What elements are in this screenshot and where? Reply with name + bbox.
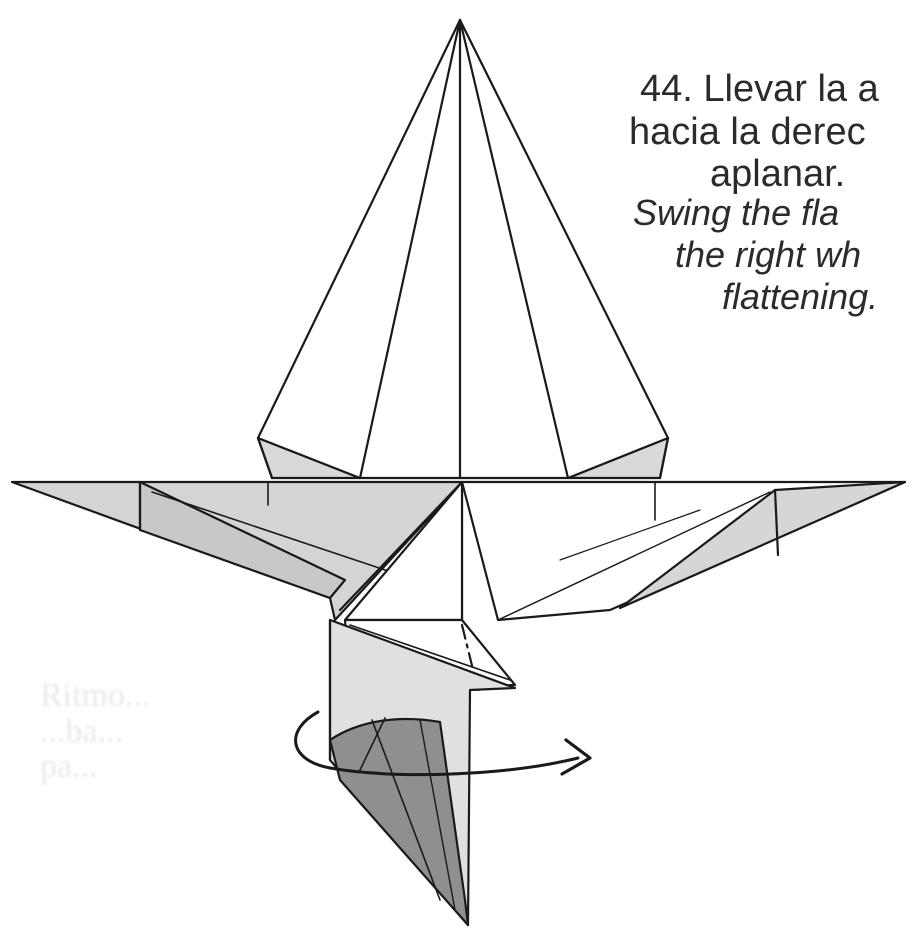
instruction-en-line-3: flattening. — [722, 279, 878, 315]
right-wing — [462, 482, 905, 620]
instruction-en-line-1: Swing the fla — [633, 195, 839, 231]
instruction-en-line-2: the right wh — [675, 237, 861, 273]
instruction-es-line-1: 44. Llevar la a — [640, 70, 879, 108]
instruction-es-line-2: hacia la derec — [629, 113, 866, 151]
faint-background-text: Ritmo... ...ba... pa... — [40, 678, 151, 785]
instruction-es-line-3: aplanar. — [710, 155, 845, 193]
top-point-flap — [258, 20, 668, 478]
